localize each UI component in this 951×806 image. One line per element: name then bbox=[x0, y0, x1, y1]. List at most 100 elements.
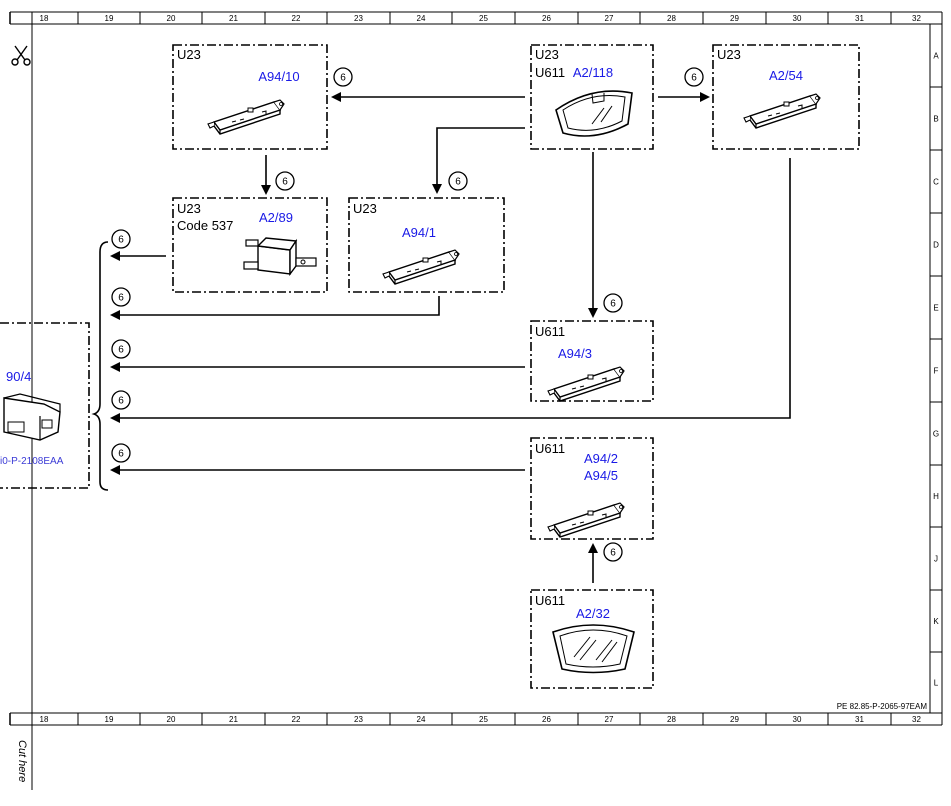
ruler-number: 23 bbox=[354, 715, 363, 724]
ruler-number: 24 bbox=[417, 14, 426, 23]
connector-number-marker: 6 bbox=[111, 339, 131, 359]
box-line: U23 bbox=[177, 201, 201, 216]
ruler-number: 29 bbox=[730, 14, 739, 23]
box-line: U611 bbox=[535, 593, 565, 608]
connector-number: 6 bbox=[455, 177, 461, 188]
box-line: U611 bbox=[535, 65, 565, 80]
part-label: A2/54 bbox=[769, 68, 803, 83]
part-label: A2/32 bbox=[576, 606, 610, 621]
cut-here-text: Cut here bbox=[16, 740, 28, 782]
box-line: U611 bbox=[535, 324, 565, 339]
connector-number-marker: 6 bbox=[333, 67, 353, 87]
connector-number-marker: 6 bbox=[111, 390, 131, 410]
windshield-icon bbox=[555, 90, 633, 137]
ruler-number: 23 bbox=[354, 14, 363, 23]
box-a94-10: U23 A94/10 bbox=[172, 44, 328, 150]
box-line: U611 bbox=[535, 441, 565, 456]
control-module-icon bbox=[207, 99, 285, 135]
connector-number-marker: 6 bbox=[603, 542, 623, 562]
connector-number-marker: 6 bbox=[603, 293, 623, 313]
control-module-icon bbox=[547, 502, 625, 538]
ruler-letter: H bbox=[933, 492, 939, 501]
box-line: U23 bbox=[177, 47, 201, 62]
ruler-number: 30 bbox=[793, 14, 802, 23]
box-a2-54: U23 A2/54 bbox=[712, 44, 860, 150]
connector-number: 6 bbox=[691, 73, 697, 84]
ruler-letter: F bbox=[934, 367, 939, 376]
connector-number: 6 bbox=[610, 548, 616, 559]
connector-number: 6 bbox=[118, 235, 124, 246]
wires bbox=[110, 92, 791, 583]
ruler-number: 31 bbox=[855, 715, 864, 724]
box-a94-1: U23 A94/1 bbox=[348, 197, 505, 293]
part-label: A94/1 bbox=[402, 225, 436, 240]
connector-number-marker: 6 bbox=[448, 171, 468, 191]
ruler-letter: G bbox=[933, 430, 939, 439]
part-label: A2/118 bbox=[573, 65, 613, 80]
ruler-number: 22 bbox=[292, 14, 301, 23]
connector-number: 6 bbox=[118, 293, 124, 304]
ruler-letter: E bbox=[933, 304, 938, 313]
connector-number-marker: 6 bbox=[275, 171, 295, 191]
ruler-number: 21 bbox=[229, 14, 238, 23]
connector-number: 6 bbox=[340, 73, 346, 84]
box-a94-3: U611 A94/3 bbox=[530, 320, 654, 402]
ruler-number: 27 bbox=[605, 14, 614, 23]
ruler-letter: K bbox=[933, 617, 939, 626]
ruler-number: 19 bbox=[105, 715, 114, 724]
part-label: A94/5 bbox=[584, 468, 618, 483]
part-label: 90/4 bbox=[6, 369, 31, 384]
connector-number: 6 bbox=[610, 299, 616, 310]
ruler-number: 19 bbox=[105, 14, 114, 23]
ruler-number: 28 bbox=[667, 14, 676, 23]
connector-number-marker: 6 bbox=[111, 287, 131, 307]
box-a2-89: U23 Code 537 A2/89 bbox=[172, 197, 328, 293]
scissors-icon bbox=[11, 45, 31, 66]
ruler-letter: D bbox=[933, 241, 939, 250]
part-label: A94/3 bbox=[558, 346, 592, 361]
drawing-number: PE 82.85-P-2065-97EAM bbox=[837, 702, 928, 711]
connector-number-marker: 6 bbox=[111, 443, 131, 463]
connector-number-marker: 6 bbox=[684, 67, 704, 87]
box-line: U23 bbox=[353, 201, 377, 216]
ruler-number: 18 bbox=[40, 14, 49, 23]
connector-number: 6 bbox=[118, 396, 124, 407]
ruler-number: 32 bbox=[912, 14, 921, 23]
ruler-number: 20 bbox=[167, 715, 176, 724]
connector-markers: 6 6 6 6 6 6 6 6 6 6 6 bbox=[111, 67, 704, 562]
connector-number: 6 bbox=[282, 177, 288, 188]
ruler-number: 18 bbox=[40, 715, 49, 724]
ruler-number: 24 bbox=[417, 715, 426, 724]
sheet-frame bbox=[9, 11, 943, 790]
control-module-icon bbox=[743, 93, 821, 129]
ruler-letter: C bbox=[933, 178, 939, 187]
box-a2-118: U23 U611 A2/118 bbox=[530, 44, 654, 150]
connector-number-marker: 6 bbox=[111, 229, 131, 249]
ruler-number: 32 bbox=[912, 715, 921, 724]
box-a94-2-5: U611 A94/2 A94/5 bbox=[530, 437, 654, 540]
ruler-number: 29 bbox=[730, 715, 739, 724]
connector-number: 6 bbox=[118, 449, 124, 460]
rear-window-icon bbox=[552, 624, 635, 674]
ruler-letter: J bbox=[934, 555, 938, 564]
ruler-number: 25 bbox=[479, 14, 488, 23]
control-module-icon bbox=[547, 366, 625, 402]
connector-number: 6 bbox=[118, 345, 124, 356]
ruler-number: 31 bbox=[855, 14, 864, 23]
ruler-number: 27 bbox=[605, 715, 614, 724]
reference-label: i0-P-2108EAA bbox=[0, 456, 64, 467]
part-label: A94/10 bbox=[258, 69, 299, 84]
box-line: Code 537 bbox=[177, 218, 233, 233]
box-line: U23 bbox=[535, 47, 559, 62]
ruler-letter: A bbox=[933, 52, 939, 61]
ruler-number: 26 bbox=[542, 14, 551, 23]
ruler-number: 21 bbox=[229, 715, 238, 724]
part-label: A94/2 bbox=[584, 451, 618, 466]
ruler-number: 28 bbox=[667, 715, 676, 724]
box-line: U23 bbox=[717, 47, 741, 62]
ruler-letter: B bbox=[933, 115, 938, 124]
